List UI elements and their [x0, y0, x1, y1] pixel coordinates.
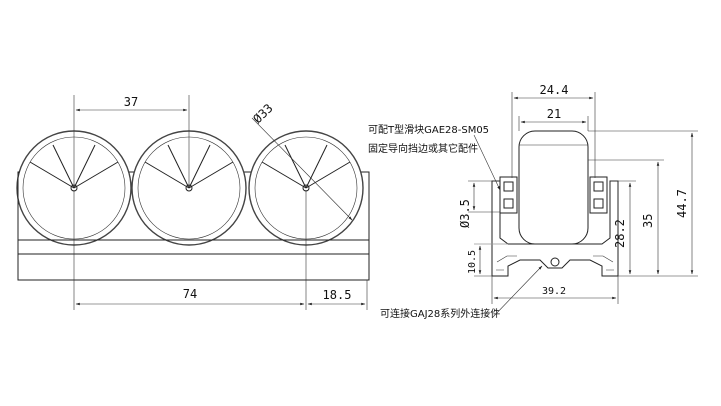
dim-profile-width: 39.2 [491, 276, 619, 304]
bearing-right [589, 176, 608, 214]
dim-mid-height-label: 28.2 [613, 219, 627, 248]
dim-base-height-label: 10.5 [467, 250, 478, 274]
profile-outline [491, 180, 619, 277]
dim-total-height: 44.7 [588, 130, 698, 277]
dim-length-label: 74 [183, 287, 197, 301]
dim-pitch-label: 37 [124, 95, 138, 109]
dim-base-height: 10.5 [467, 243, 508, 277]
note-slider: 可配T型滑块GAE28-SM05 [368, 123, 489, 136]
note-guide: 固定导向挡边或其它配件 [368, 142, 478, 155]
section-view: 24.4 21 Ø3.5 10.5 28.2 [368, 83, 698, 320]
dim-inner-width-label: 21 [547, 107, 561, 121]
note-slider-group: 可配T型滑块GAE28-SM05 固定导向挡边或其它配件 [368, 123, 501, 191]
note-connector: 可连接GAJ28系列外连接件 [380, 307, 500, 320]
dim-mid-height: 28.2 [610, 180, 636, 277]
slot-hole [550, 257, 560, 267]
dim-diameter-label: Ø33 [250, 101, 275, 126]
dim-total-height-label: 44.7 [675, 189, 689, 218]
dim-inner-width: 21 [518, 107, 589, 131]
dim-profile-width-label: 39.2 [542, 286, 566, 297]
dim-wheel-height-label: 35 [641, 214, 655, 228]
dim-outer-width-label: 24.4 [540, 83, 569, 97]
dim-slot-diameter-label: Ø3.5 [458, 199, 472, 228]
dim-outer-width: 24.4 [511, 83, 596, 178]
front-view: 37 Ø33 74 18.5 [16, 95, 370, 310]
wheel-2 [131, 130, 247, 246]
wheel-3 [248, 130, 364, 246]
bearing-left [499, 176, 518, 214]
note-connector-group: 可连接GAJ28系列外连接件 [380, 265, 543, 320]
wheel-section [518, 130, 589, 245]
dim-length: 74 [73, 190, 368, 310]
dim-end-label: 18.5 [323, 288, 352, 302]
dim-pitch: 37 [73, 95, 190, 186]
dim-wheel-height: 35 [588, 159, 664, 277]
dim-slot-diameter: Ø3.5 [458, 180, 500, 228]
dim-end: 18.5 [307, 288, 366, 306]
